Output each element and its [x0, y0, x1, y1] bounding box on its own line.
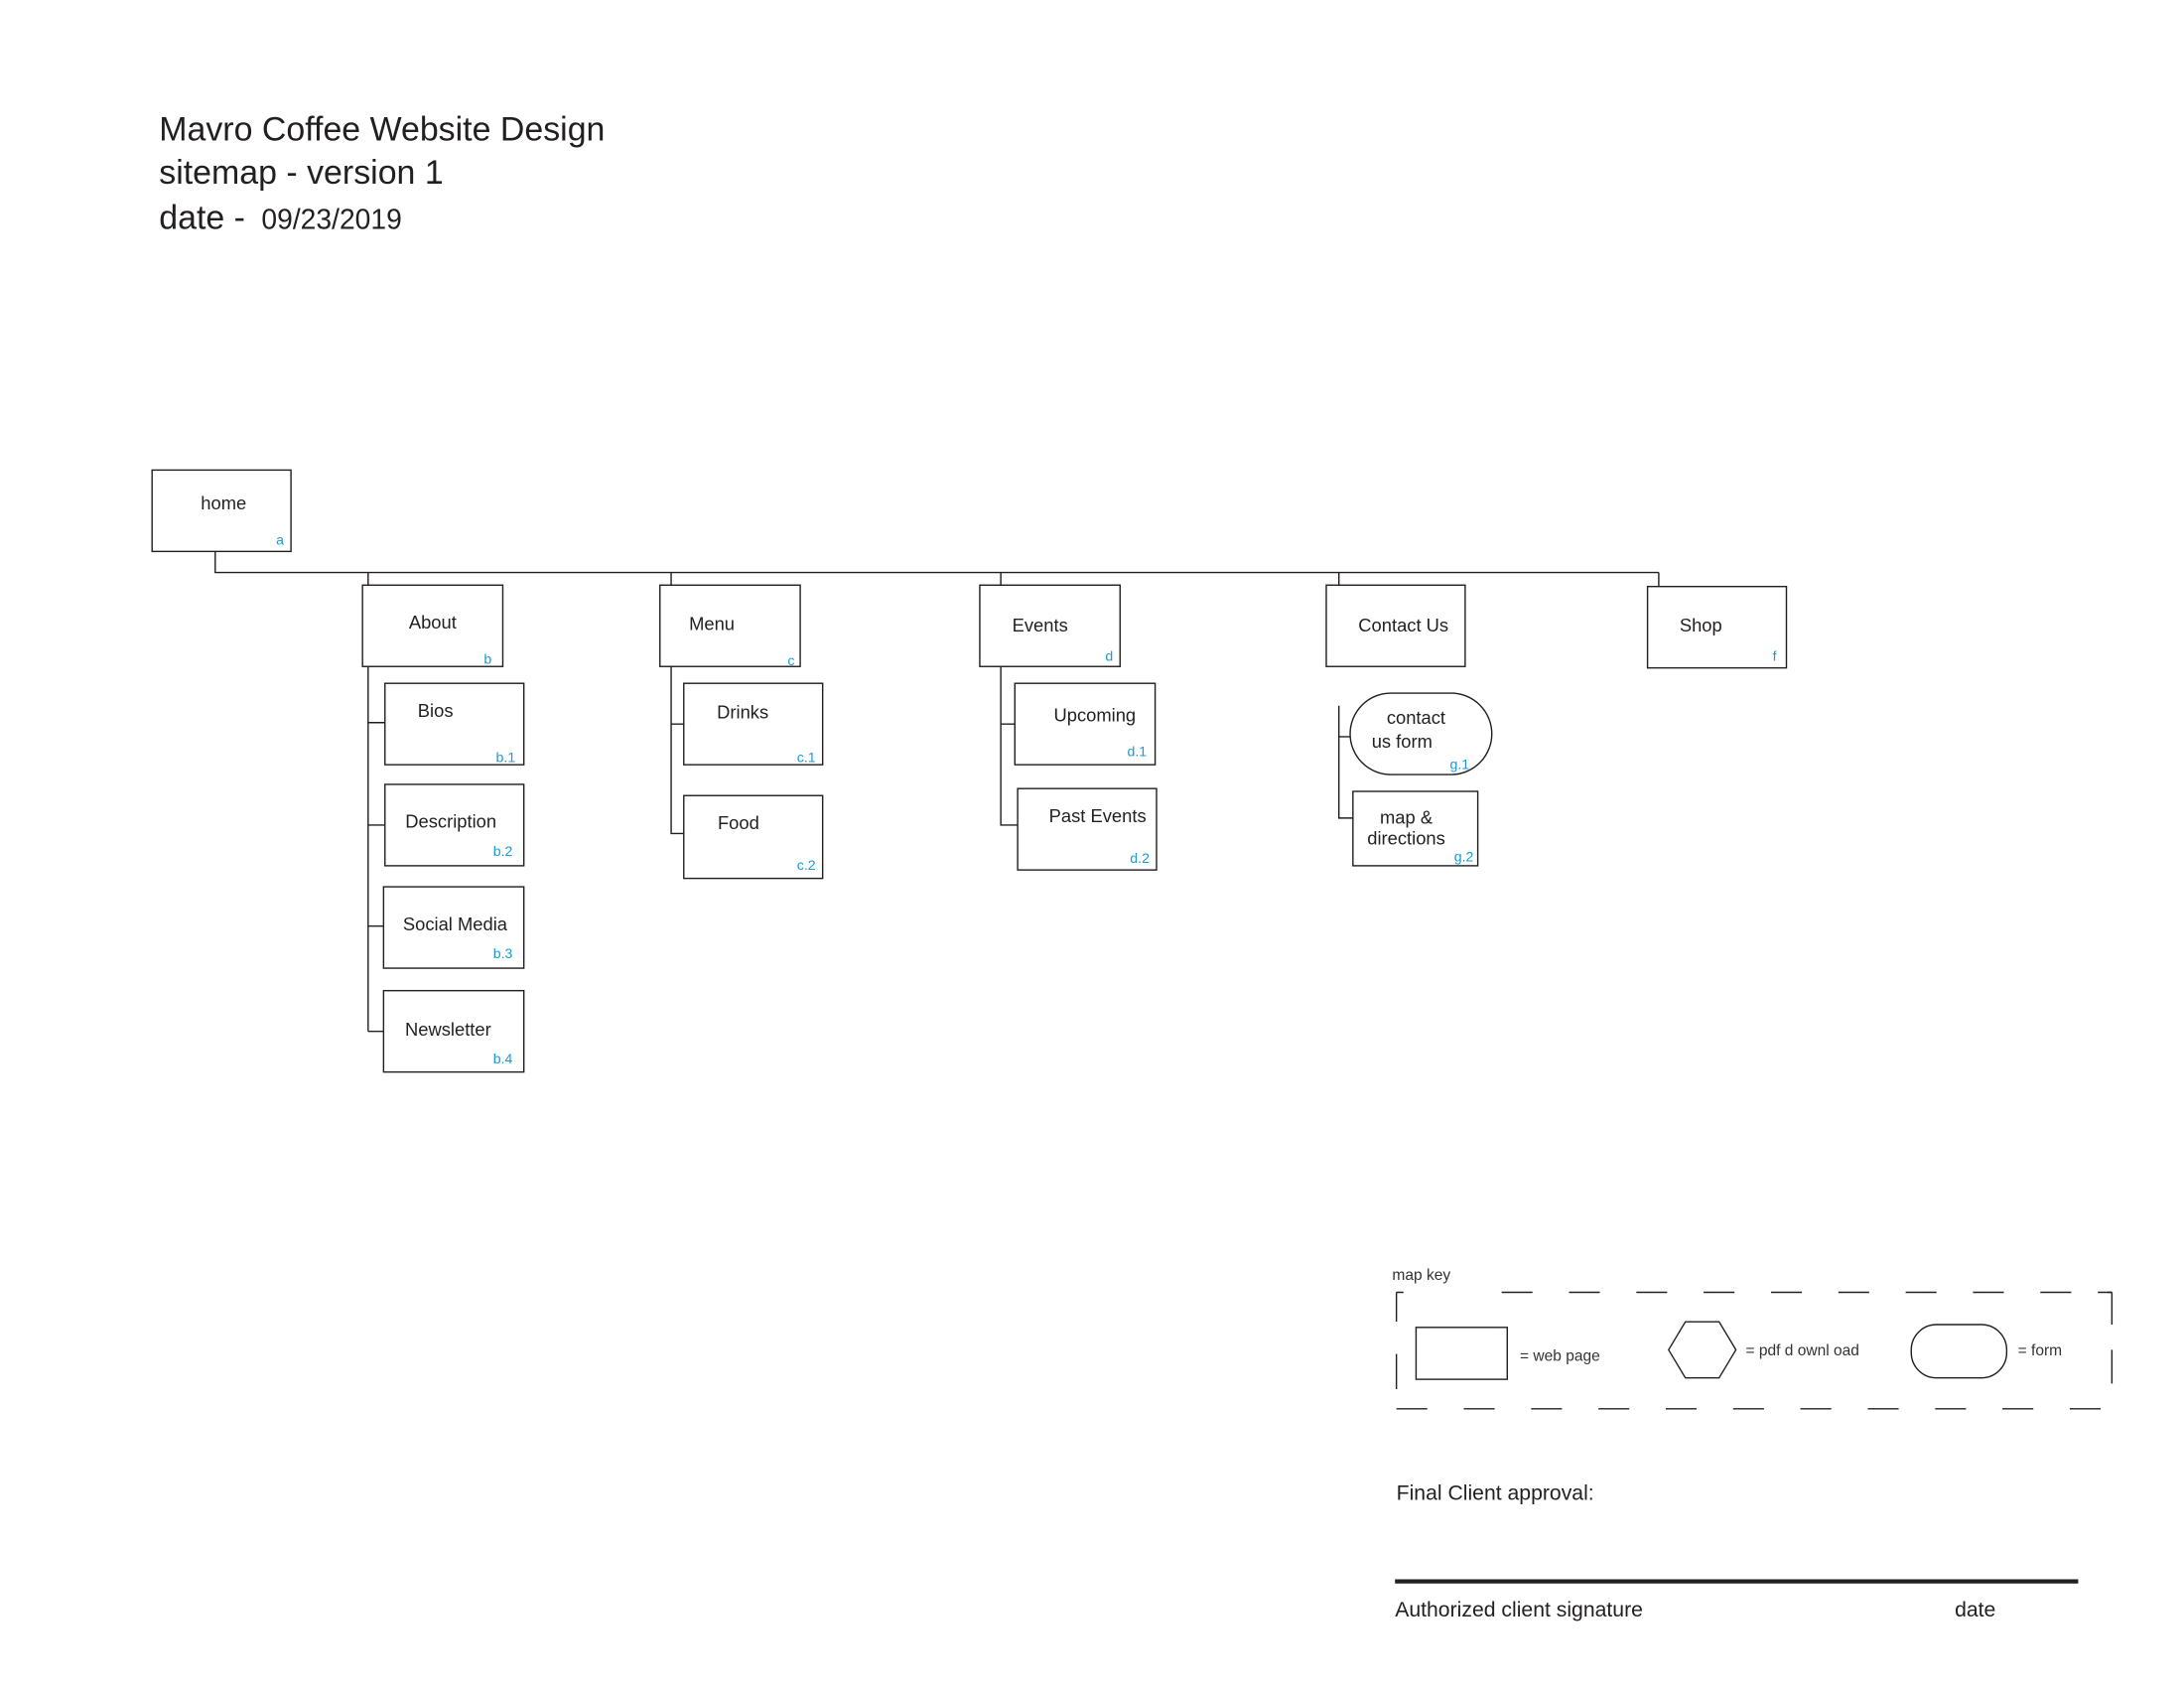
node-code: g.2 — [1454, 849, 1474, 865]
key-webpage-shape — [1415, 1327, 1508, 1380]
node-label: Past Events — [1049, 805, 1147, 826]
key-form-shape — [1910, 1324, 2008, 1379]
node-label: Description — [405, 811, 496, 832]
node-code: b.2 — [493, 843, 513, 859]
node-label: About — [409, 612, 457, 633]
node-code: b — [483, 650, 491, 666]
node-code: b.4 — [493, 1051, 513, 1066]
header: Mavro Coffee Website Design sitemap - ve… — [159, 110, 605, 236]
date-label: date - — [159, 199, 245, 236]
node-map-directions[interactable]: map & directions g.2 — [1352, 790, 1479, 867]
connectors — [214, 551, 1660, 1033]
node-about[interactable]: About b — [361, 584, 504, 667]
node-code: b.1 — [496, 749, 516, 765]
node-description[interactable]: Description b.2 — [384, 783, 525, 867]
node-label-line2: us form — [1372, 731, 1433, 752]
approval-heading: Final Client approval: — [1397, 1482, 1594, 1505]
node-label: Upcoming — [1053, 704, 1136, 725]
node-label: Contact Us — [1358, 615, 1448, 635]
node-code: c — [787, 652, 794, 668]
node-menu[interactable]: Menu c — [659, 584, 801, 668]
node-code: f — [1773, 648, 1777, 664]
node-newsletter[interactable]: Newsletter b.4 — [382, 989, 525, 1073]
version-label: sitemap - version 1 — [159, 154, 443, 192]
node-contact-us[interactable]: Contact Us — [1325, 584, 1466, 667]
node-label-line1: map & — [1380, 807, 1433, 828]
node-label: Social Media — [403, 914, 508, 934]
key-pdf-hexagon — [1667, 1321, 1737, 1379]
node-label: Newsletter — [405, 1019, 491, 1040]
node-code: g.1 — [1449, 756, 1469, 772]
key-webpage-label: = web page — [1520, 1348, 1600, 1365]
node-contact-form[interactable]: contact us form g.1 — [1349, 692, 1493, 775]
node-label: home — [201, 492, 246, 513]
node-label-line1: contact — [1387, 707, 1445, 728]
node-code: a — [276, 531, 284, 547]
key-pdf-label: = pdf d ownl oad — [1746, 1342, 1859, 1359]
node-home[interactable]: home a — [151, 469, 292, 553]
date-value: 09/23/2019 — [261, 203, 401, 234]
node-past-events[interactable]: Past Events d.2 — [1017, 787, 1158, 871]
node-social-media[interactable]: Social Media b.3 — [382, 886, 525, 969]
node-drinks[interactable]: Drinks c.1 — [683, 682, 824, 766]
document-title: Mavro Coffee Website Design — [159, 110, 605, 148]
signature-date-label: date — [1955, 1599, 1995, 1621]
node-label: Bios — [418, 700, 454, 721]
node-label-line2: directions — [1367, 828, 1445, 849]
node-upcoming[interactable]: Upcoming d.1 — [1014, 682, 1157, 766]
client-approval: Final Client approval: Authorized client… — [1395, 1482, 2079, 1621]
node-label: Shop — [1680, 615, 1722, 635]
node-shop[interactable]: Shop f — [1646, 585, 1788, 669]
node-code: d — [1105, 648, 1113, 664]
node-code: d.2 — [1130, 850, 1150, 866]
node-bios[interactable]: Bios b.1 — [384, 682, 525, 766]
node-label: Food — [718, 812, 759, 833]
node-label: Events — [1013, 615, 1068, 635]
node-label: Drinks — [717, 702, 768, 723]
signature-label: Authorized client signature — [1395, 1599, 1643, 1621]
node-code: c.2 — [797, 857, 816, 873]
node-code: b.3 — [493, 945, 513, 961]
node-events[interactable]: Events d — [979, 584, 1121, 667]
node-code: c.1 — [797, 749, 816, 765]
map-key: map key = web page = pdf d ownl oad = fo… — [1392, 1267, 2114, 1410]
key-form-label: = form — [2018, 1342, 2062, 1359]
node-label: Menu — [689, 613, 735, 633]
node-code: d.1 — [1127, 744, 1147, 760]
map-key-title: map key — [1392, 1267, 1450, 1284]
node-food[interactable]: Food c.2 — [683, 794, 824, 880]
